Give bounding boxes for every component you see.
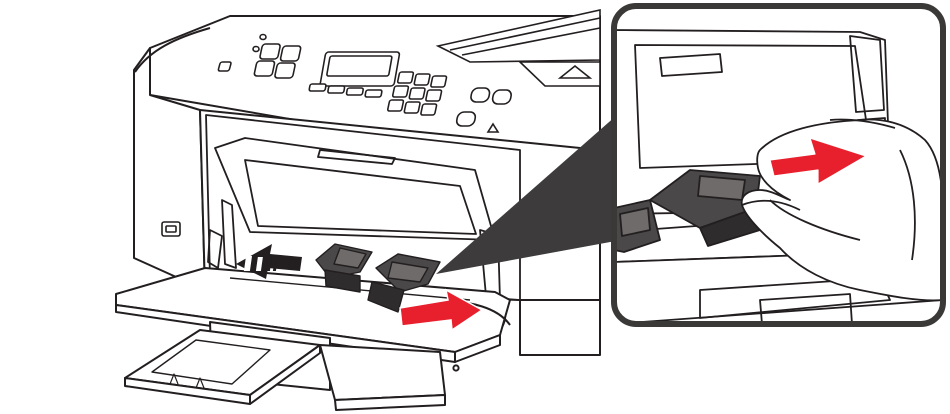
button-icon <box>218 62 231 71</box>
zoom-callout <box>614 6 943 324</box>
tray-hole-icon <box>453 365 458 370</box>
power-led-icon <box>260 35 266 40</box>
usb-port-icon <box>162 222 180 236</box>
lcd-display <box>320 52 400 86</box>
status-led-icon <box>253 47 259 52</box>
